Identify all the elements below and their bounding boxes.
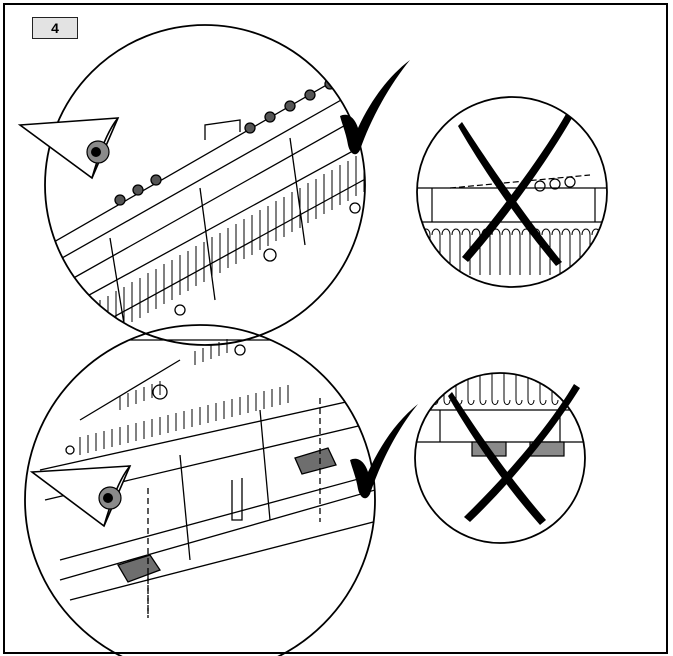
- eye-icon: [17, 117, 120, 180]
- cross-icon: [458, 114, 572, 266]
- cross-icon: [448, 384, 580, 525]
- top-detail-view: [17, 24, 410, 346]
- eye-icon: [29, 465, 132, 528]
- step-number-badge: 4: [32, 17, 78, 39]
- checkmark-icon: [350, 404, 418, 499]
- cooling-fins: [99, 152, 365, 340]
- bottom-zoom-view: [414, 372, 586, 544]
- mounting-feet: [117, 447, 337, 583]
- fin-row: [421, 228, 601, 275]
- bottom-detail-view: [24, 324, 418, 656]
- screw-row: [114, 78, 336, 206]
- fin-row: [419, 373, 585, 405]
- cooling-fins: [79, 339, 289, 455]
- top-zoom-view: [416, 96, 608, 288]
- checkmark-icon: [340, 60, 410, 155]
